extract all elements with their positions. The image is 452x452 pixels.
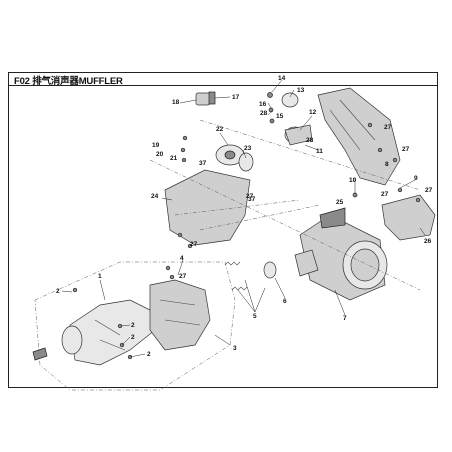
clamp-13	[281, 92, 299, 108]
callout-27b: 27	[402, 146, 410, 153]
callout-7: 7	[343, 315, 347, 322]
callout-17: 17	[232, 94, 240, 101]
header-flange	[61, 325, 83, 355]
header-pipe-1	[69, 299, 156, 366]
callout-5: 5	[253, 313, 257, 320]
callout-10: 10	[349, 177, 357, 184]
callout-19: 19	[152, 142, 160, 149]
callout-2b: 2	[131, 322, 135, 329]
callout-27d: 27	[425, 187, 433, 194]
heat-shield-26	[381, 194, 436, 241]
gasket-6	[263, 261, 277, 279]
callout-28b: 28	[306, 137, 314, 144]
gasket-23	[238, 152, 254, 172]
callout-23: 23	[244, 145, 252, 152]
callout-1: 1	[98, 273, 102, 280]
callout-27a: 27	[384, 124, 392, 131]
callout-2d: 2	[147, 351, 151, 358]
callout-14: 14	[278, 75, 286, 82]
fasteners	[72, 92, 421, 360]
spring-5a	[224, 261, 241, 266]
callout-labels: 1 2 2 2 2 3 4 5 6 7 8 9 10 11 12 13 14 1…	[56, 75, 433, 358]
callout-24: 24	[151, 193, 159, 200]
callout-13: 13	[297, 87, 305, 94]
callout-4: 4	[180, 255, 184, 262]
callout-11: 11	[316, 148, 323, 155]
title-bar	[8, 72, 438, 86]
diagram-title: F02 排气消声器MUFFLER	[14, 76, 123, 87]
heat-shield-24	[164, 169, 251, 246]
bracket-18	[195, 92, 211, 106]
callout-27c: 27	[381, 191, 389, 198]
callout-21: 21	[170, 155, 178, 162]
heat-shield-top	[317, 87, 401, 186]
callout-8: 8	[385, 161, 389, 168]
pipe-6	[294, 249, 319, 277]
callout-37: 37	[199, 160, 207, 167]
callout-16: 16	[259, 101, 267, 108]
callout-2a: 2	[56, 288, 60, 295]
callout-27e: 27	[190, 241, 198, 248]
callout-2c: 2	[131, 334, 135, 341]
callout-28a: 28	[260, 110, 268, 117]
callout-25: 25	[336, 199, 344, 206]
callout-20: 20	[156, 151, 164, 158]
callout-12: 12	[309, 109, 317, 116]
spring-5b	[231, 286, 248, 291]
callout-27f: 27	[246, 193, 254, 200]
callout-15: 15	[276, 113, 284, 120]
callout-6: 6	[283, 298, 287, 305]
header-pipe-3	[149, 279, 211, 351]
direction-arrow-icon	[32, 347, 48, 361]
callout-37b: 37	[248, 196, 256, 203]
callout-3: 3	[233, 345, 237, 352]
callout-18: 18	[172, 99, 180, 106]
callout-26: 26	[424, 238, 432, 245]
callout-22: 22	[216, 126, 224, 133]
callout-27g: 27	[179, 273, 187, 280]
callout-9: 9	[414, 175, 418, 182]
